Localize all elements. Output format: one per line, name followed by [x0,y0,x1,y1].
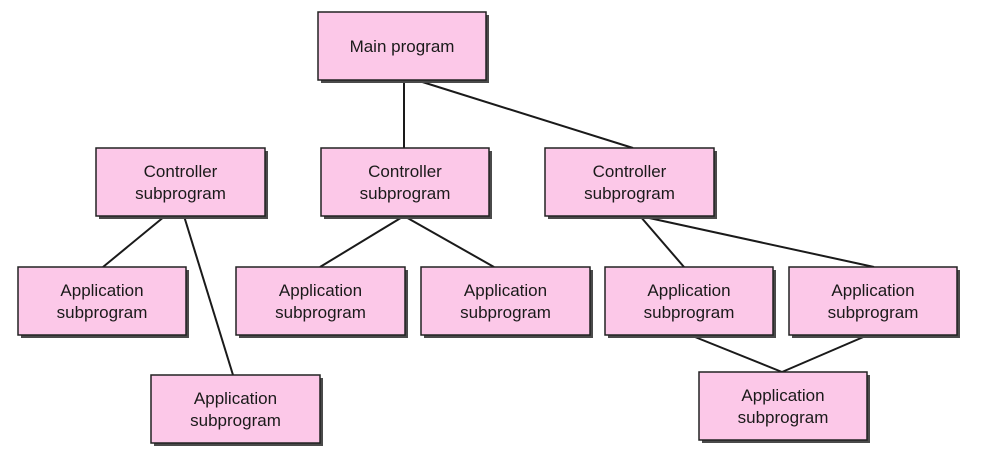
node-box [544,147,715,217]
connector-ctrl1-to-app1 [102,215,166,268]
application-subprogram-node-app6: Application subprogram [788,266,960,338]
node-label-line: Application [647,281,730,300]
connector-ctrl2-to-app3 [319,215,405,268]
node-label-line: subprogram [738,408,829,427]
node-label-line: Main program [350,37,455,56]
node-box [788,266,958,336]
controller-subprogram-node-ctrl1: Controller subprogram [95,147,268,219]
node-label-line: Application [464,281,547,300]
node-box [317,11,487,81]
application-subprogram-node-app4: Application subprogram [420,266,593,338]
connector-ctrl2-to-app4 [403,215,495,268]
node-label-line: Application [279,281,362,300]
node-box [95,147,266,217]
controller-subprogram-node-ctrl2: Controller subprogram [320,147,492,219]
node-label-line: Application [831,281,914,300]
node-label-line: subprogram [275,303,366,322]
node-box [235,266,406,336]
node-label-line: Application [741,386,824,405]
node-label-line: Application [60,281,143,300]
node-label-line: Application [194,389,277,408]
node-box [420,266,591,336]
node-box [698,371,868,441]
application-subprogram-node-app7: Application subprogram [698,371,870,443]
connector-lines [102,79,875,376]
node-label-line: Controller [593,162,667,181]
node-label-line: subprogram [57,303,148,322]
connector-ctrl3-to-app5 [639,215,685,268]
connector-app6-to-app7 [781,334,869,373]
connector-app5-to-app7 [689,334,783,373]
connector-ctrl3-to-app6 [639,215,875,268]
node-box [320,147,490,217]
application-subprogram-node-app2: Application subprogram [150,374,323,446]
node-label-line: subprogram [135,184,226,203]
node-box [150,374,321,444]
node-box [604,266,774,336]
node-label-line: subprogram [460,303,551,322]
node-label-line: subprogram [190,411,281,430]
main-program-node-main: Main program [317,11,489,83]
node-box [17,266,187,336]
application-subprogram-node-app5: Application subprogram [604,266,776,338]
controller-subprogram-node-ctrl3: Controller subprogram [544,147,717,219]
node-label-line: Controller [368,162,442,181]
connector-main-to-ctrl3 [415,79,634,149]
node-label-line: Controller [144,162,218,181]
application-subprogram-node-app3: Application subprogram [235,266,408,338]
node-label-line: subprogram [644,303,735,322]
application-subprogram-node-app1: Application subprogram [17,266,189,338]
node-label-line: subprogram [360,184,451,203]
connector-ctrl1-to-app2 [183,215,234,376]
node-label-line: subprogram [584,184,675,203]
diagram-nodes: Main programControllersubprogramControll… [17,11,960,446]
node-label-line: subprogram [828,303,919,322]
